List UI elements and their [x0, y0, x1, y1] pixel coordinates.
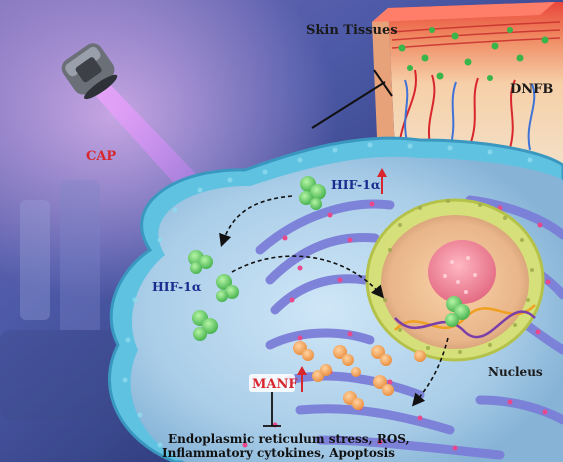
nucleus	[365, 198, 545, 362]
cap-label: CAP	[86, 149, 116, 164]
manf-proteins	[293, 341, 426, 410]
dashed-arrow-icon	[219, 195, 449, 407]
manf-label-bg	[249, 374, 295, 392]
nucleolus	[428, 240, 496, 304]
dnfb-label: DNFB	[510, 82, 553, 97]
hif-protein-left	[188, 250, 213, 274]
hif-label-top: HIF-1α	[331, 177, 381, 192]
nucleus-label: Nucleus	[488, 365, 543, 379]
skin-tissues-label: Skin Tissues	[306, 23, 398, 38]
dnfb-particles	[398, 27, 549, 81]
hif-protein-top	[299, 176, 326, 210]
ribosomes	[242, 201, 551, 451]
skin-connector-bar	[373, 69, 393, 97]
hif-protein-middle	[216, 274, 239, 302]
hif-label-left: HIF-1α	[152, 279, 202, 294]
effects-line-1: Endoplasmic reticulum stress, ROS,	[168, 432, 410, 446]
hif-protein-lower	[192, 310, 218, 341]
up-arrow-icon	[297, 366, 307, 392]
inhibition-icon	[263, 392, 281, 427]
manf-label: MANF	[252, 377, 298, 392]
membrane-beads	[122, 142, 533, 448]
hif-protein-nucleus	[445, 296, 470, 327]
background-blur-shapes	[0, 180, 140, 420]
effects-line-2: Inflammatory cytokines, Apoptosis	[162, 446, 395, 460]
blood-vessels	[399, 69, 516, 149]
up-arrow-icon	[377, 168, 387, 194]
skin-connector-line	[311, 81, 386, 129]
